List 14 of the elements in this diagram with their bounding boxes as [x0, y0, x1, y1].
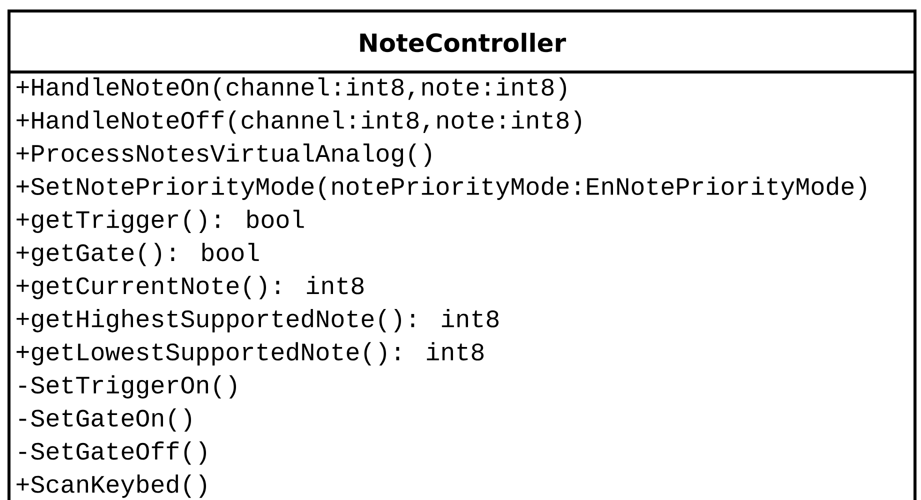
method-text: +HandleNoteOff(channel:int8,note:int8) [16, 110, 581, 134]
method-text: -SetTriggerOn() [19, 375, 236, 399]
method-text: -SetGateOff() [19, 441, 206, 465]
method-text: +HandleNoteOn(channel:int8,note:int8) [16, 77, 566, 101]
method-text: +getHighestSupportedNote(): int8 [16, 309, 499, 332]
method-text: +getTrigger(): bool [16, 210, 304, 234]
method-text: +getGate(): bool [16, 242, 259, 266]
method-text: +getLowestSupportedNote(): int8 [16, 342, 484, 366]
method-text: +SetNotePriorityMode(notePriorityMode:EnNotePriorityMode) [16, 176, 866, 200]
method-text: +getCurrentNote(): int8 [16, 276, 364, 300]
method-text: -SetGateOn() [19, 408, 192, 432]
method-text: +ProcessNotesVirtualAnalog() [16, 144, 431, 167]
class-name: NoteController [360, 32, 566, 52]
method-text: +ScanKeybed() [16, 474, 206, 498]
